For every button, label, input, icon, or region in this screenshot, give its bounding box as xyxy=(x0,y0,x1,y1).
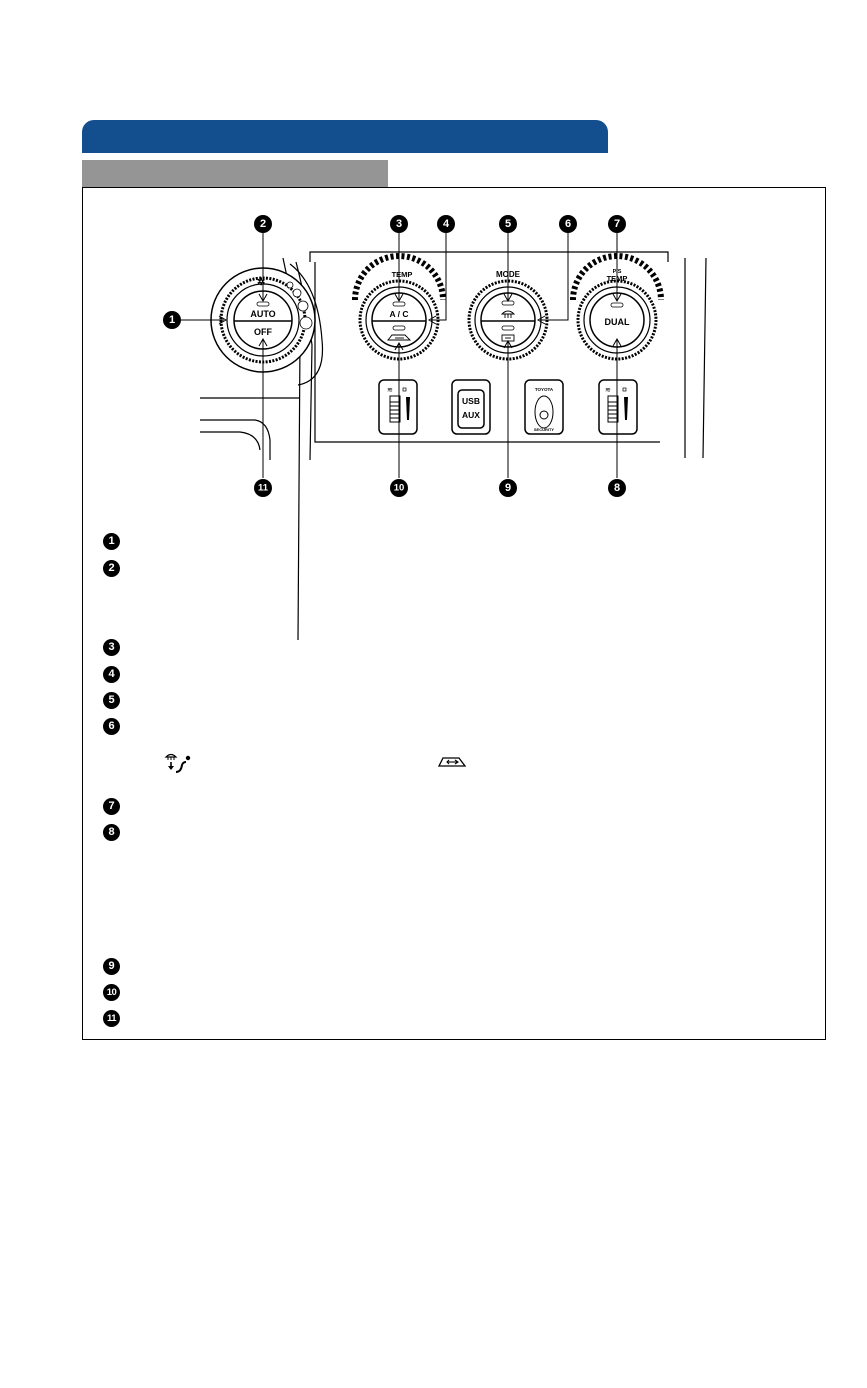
climate-control-diagram: AUTO OFF ✲ A / C TEMP xyxy=(163,215,707,641)
legend-bullet: 3 xyxy=(103,639,120,656)
section-subheader-bar xyxy=(82,160,388,187)
toyota-label: TOYOTA xyxy=(535,387,554,392)
content-frame xyxy=(82,187,826,1040)
svg-text:7: 7 xyxy=(614,218,620,230)
front-defrost-icon xyxy=(500,310,516,318)
mode-knob: MODE xyxy=(467,270,549,361)
legend-bullet: 7 xyxy=(103,798,120,815)
legend-bullet: 9 xyxy=(103,958,120,975)
svg-text:3: 3 xyxy=(396,218,402,230)
fan-level-dot xyxy=(297,300,309,312)
fan-icon: ✲ xyxy=(257,277,265,288)
callout: 7 xyxy=(608,215,626,233)
callout: 6 xyxy=(559,215,577,233)
passenger-temp-scale xyxy=(570,253,664,301)
svg-text:10: 10 xyxy=(394,483,405,494)
legend-bullet: 10 xyxy=(103,984,120,1001)
section-header-bar xyxy=(82,120,608,153)
svg-text:1: 1 xyxy=(169,314,175,326)
recirculation-icon xyxy=(387,334,412,341)
svg-text:11: 11 xyxy=(258,483,269,494)
auto-label: AUTO xyxy=(250,309,275,319)
fan-level-dot xyxy=(286,281,294,289)
temp-label: TEMP xyxy=(392,270,413,279)
dual-label: DUAL xyxy=(605,317,630,327)
svg-text:8: 8 xyxy=(614,482,620,494)
legend-bullet: 1 xyxy=(103,533,120,550)
callout: 9 xyxy=(499,479,517,497)
seat-heater-icon: ≋ xyxy=(387,387,393,394)
callout: 5 xyxy=(499,215,517,233)
leader-lines xyxy=(181,233,622,478)
svg-text:4: 4 xyxy=(443,218,450,230)
security-indicator: TOYOTA SECURITY xyxy=(524,379,564,435)
legend-bullet: 6 xyxy=(103,718,120,735)
callout: 4 xyxy=(437,215,455,233)
usb-aux-port: USB AUX xyxy=(451,379,491,435)
callout: 10 xyxy=(390,479,408,497)
usb-label: USB xyxy=(462,396,480,406)
callout: 8 xyxy=(608,479,626,497)
passenger-seat-heater-switch: ≋ xyxy=(598,379,638,435)
legend-bullet: 11 xyxy=(103,1010,120,1027)
callout: 2 xyxy=(254,215,272,233)
svg-text:2: 2 xyxy=(260,218,266,230)
driver-seat-heater-switch: ≋ xyxy=(378,379,418,435)
aux-label: AUX xyxy=(462,410,480,420)
defrost-feet-icon xyxy=(164,753,191,773)
security-label: SECURITY xyxy=(534,427,555,432)
fan-level-dot xyxy=(292,288,302,298)
legend-bullet: 8 xyxy=(103,824,120,841)
recirculation-icon xyxy=(437,757,467,767)
legend-bullet: 5 xyxy=(103,692,120,709)
callout: 11 xyxy=(254,479,272,497)
svg-text:6: 6 xyxy=(565,218,571,230)
seat-heater-icon: ≋ xyxy=(605,387,611,394)
passenger-temp-knob: DUAL P/S TEMP xyxy=(570,253,664,361)
legend-bullet: 4 xyxy=(103,666,120,683)
off-label: OFF xyxy=(254,327,272,337)
callout: 3 xyxy=(390,215,408,233)
ac-label: A / C xyxy=(389,309,408,319)
legend-bullet: 2 xyxy=(103,560,120,577)
svg-text:9: 9 xyxy=(505,482,511,494)
svg-text:5: 5 xyxy=(505,218,511,230)
callout: 1 xyxy=(163,311,181,329)
fan-level-dot xyxy=(299,316,313,330)
temp-scale xyxy=(352,253,446,301)
